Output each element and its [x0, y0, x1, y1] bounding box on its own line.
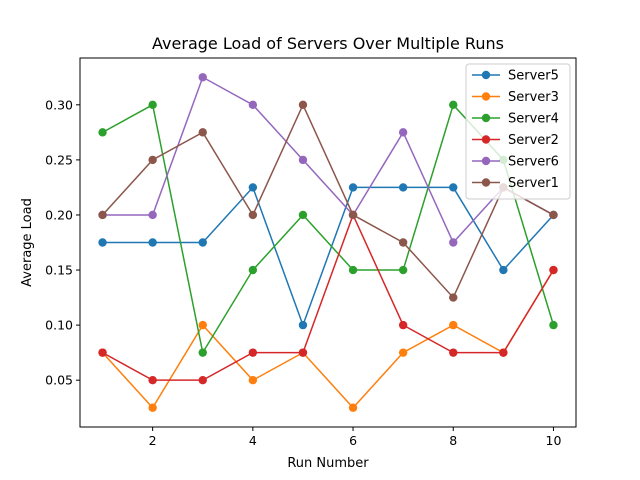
- y-tick-label: 0.30: [45, 97, 73, 112]
- legend-label: Server1: [508, 176, 559, 191]
- chart-title: Average Load of Servers Over Multiple Ru…: [152, 34, 504, 53]
- data-point-server2: [98, 348, 107, 357]
- legend-label: Server5: [508, 69, 559, 84]
- y-axis: 0.05 0.10 0.15 0.20 0.25 0.30: [45, 97, 80, 388]
- legend-item-server2: Server2: [472, 133, 559, 148]
- legend-item-server4: Server4: [472, 112, 559, 127]
- data-point-server5: [198, 238, 207, 247]
- data-point-server5: [98, 238, 107, 247]
- legend-swatch-marker: [481, 70, 491, 80]
- legend-swatch-marker: [481, 156, 491, 166]
- series-line-server2: [102, 212, 555, 381]
- data-point-server6: [148, 210, 157, 220]
- data-point-server4: [549, 320, 558, 330]
- data-point-server5: [449, 183, 458, 192]
- data-point-server5: [499, 265, 508, 275]
- legend-swatch-marker: [481, 135, 491, 144]
- x-tick-label: 2: [149, 433, 157, 448]
- x-tick-label: 4: [249, 433, 257, 448]
- y-tick-label: 0.20: [45, 207, 73, 222]
- series-server5: [98, 183, 558, 330]
- data-point-server1: [198, 128, 207, 137]
- data-point-server2: [148, 375, 157, 385]
- data-point-server2: [549, 265, 558, 275]
- series-line-server5: [102, 186, 555, 328]
- data-point-server1: [348, 210, 358, 220]
- data-point-server5: [298, 320, 308, 330]
- data-point-server6: [298, 155, 308, 165]
- data-point-server5: [348, 183, 358, 192]
- y-tick-label: 0.10: [45, 318, 73, 333]
- data-point-server2: [499, 348, 508, 357]
- data-point-server3: [198, 320, 207, 330]
- data-point-server4: [348, 265, 358, 275]
- series-line-server1: [101, 103, 554, 299]
- legend-item-server6: Server6: [472, 155, 559, 170]
- data-point-server2: [248, 348, 258, 357]
- x-tick-label: 6: [349, 433, 357, 448]
- x-tick-label: 8: [449, 433, 457, 448]
- x-tick-label: 10: [546, 433, 562, 448]
- data-point-server6: [248, 100, 258, 110]
- data-point-server6: [398, 128, 408, 137]
- data-point-server6: [198, 73, 207, 82]
- legend-label: Server6: [508, 155, 559, 170]
- legend-swatch-marker: [481, 92, 491, 101]
- data-point-server4: [398, 265, 408, 275]
- data-point-server6: [449, 238, 458, 247]
- legend: Server5Server3Server4Server2Server6Serve…: [465, 63, 571, 200]
- data-point-server4: [98, 128, 107, 137]
- series-server2: [98, 210, 558, 385]
- legend-swatch-marker: [481, 178, 491, 187]
- plot-area-frame: [79, 57, 577, 428]
- series-line-server3: [101, 269, 555, 409]
- series-server3: [98, 265, 558, 412]
- data-point-server4: [198, 348, 207, 357]
- data-point-server1: [398, 238, 408, 247]
- data-point-server4: [248, 265, 258, 275]
- data-point-server1: [549, 210, 558, 220]
- legend-swatch-marker: [481, 113, 491, 123]
- data-point-server3: [449, 320, 458, 330]
- data-point-server2: [398, 320, 408, 330]
- legend-label: Server4: [508, 112, 559, 127]
- data-point-server3: [248, 375, 258, 385]
- data-point-server5: [248, 183, 258, 192]
- x-axis-label: Run Number: [287, 456, 369, 471]
- data-point-server3: [398, 348, 408, 357]
- data-point-server2: [449, 348, 458, 357]
- legend-item-server3: Server3: [472, 90, 559, 105]
- y-tick-label: 0.15: [45, 263, 73, 278]
- data-point-server4: [148, 100, 157, 110]
- data-point-server1: [298, 100, 308, 110]
- y-axis-label: Average Load: [20, 198, 35, 287]
- legend-label: Server2: [508, 133, 559, 148]
- y-tick-label: 0.25: [45, 152, 73, 167]
- data-point-server2: [198, 375, 207, 385]
- data-point-server5: [398, 183, 408, 192]
- data-point-server4: [298, 210, 308, 220]
- data-point-server3: [348, 403, 358, 412]
- data-point-server3: [148, 403, 157, 412]
- data-point-server1: [148, 155, 157, 165]
- legend-label: Server3: [508, 90, 559, 105]
- data-point-server4: [449, 100, 458, 110]
- x-axis: 2 4 6 8 10: [149, 427, 562, 448]
- legend-item-server5: Server5: [472, 69, 559, 84]
- data-point-server1: [449, 293, 458, 302]
- data-point-server2: [298, 348, 308, 357]
- legend-item-server1: Server1: [472, 176, 559, 191]
- data-point-server1: [98, 210, 107, 220]
- y-tick-label: 0.05: [45, 373, 73, 388]
- data-point-server5: [148, 238, 157, 247]
- data-point-server1: [248, 210, 258, 220]
- legend-frame: [465, 63, 571, 200]
